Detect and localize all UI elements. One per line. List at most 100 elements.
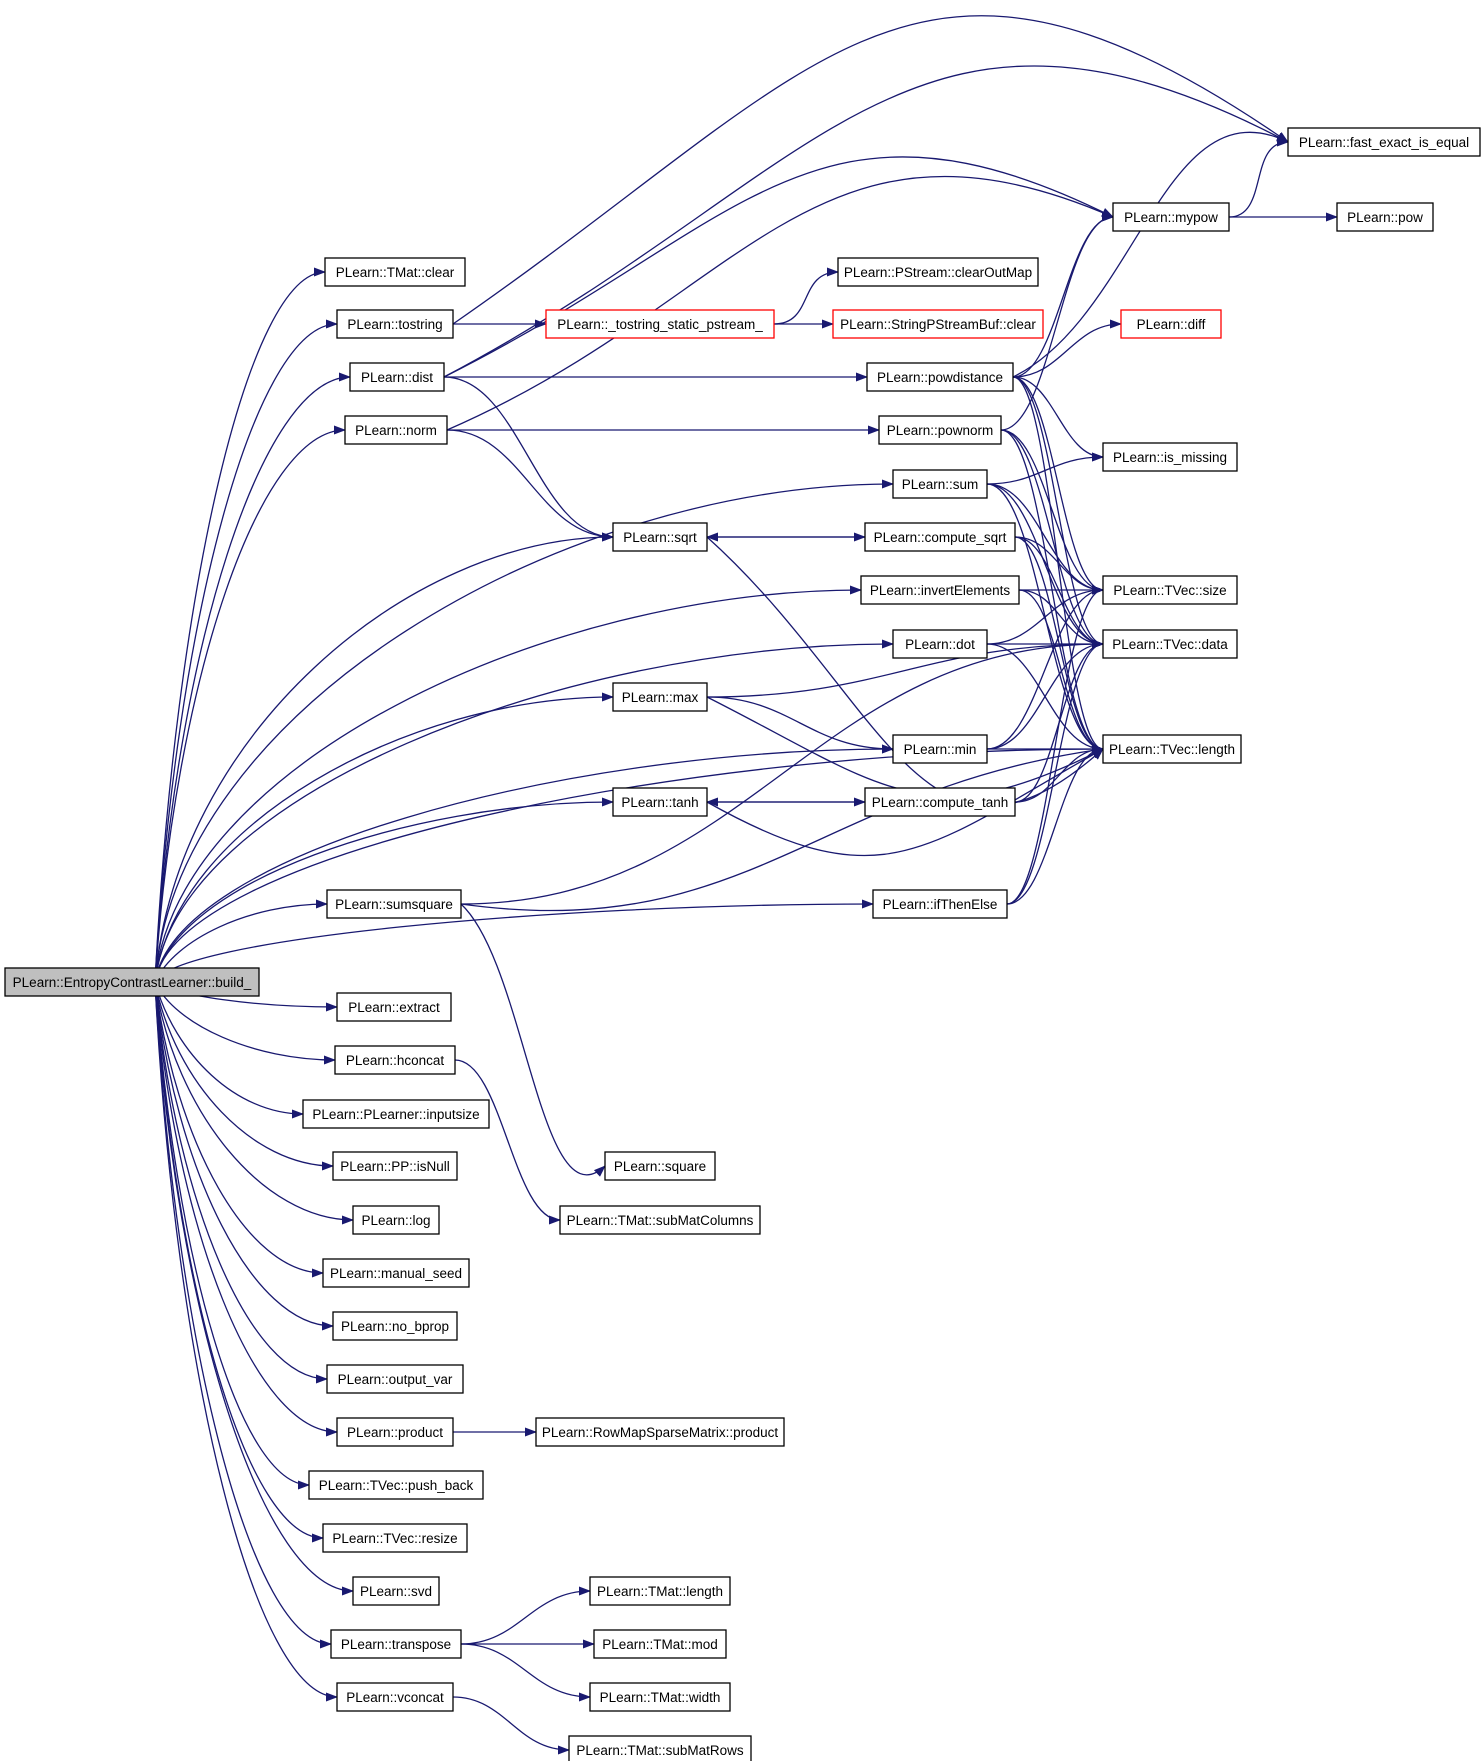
edge-tanh-to-tvec_length [706,748,1104,857]
edge-sumsquare-to-square [460,903,606,1177]
node-hconcat[interactable]: PLearn::hconcat [334,1045,456,1075]
node-label: PLearn::is_missing [1113,450,1227,465]
edge-root-to-max [154,692,614,983]
edge-root-to-svd [154,981,354,1596]
node-tmat_length[interactable]: PLearn::TMat::length [589,1576,731,1606]
edge-root-to-isnull [154,981,334,1171]
edge-powdistance-to-tvec_data [1012,376,1104,649]
node-tmat_mod[interactable]: PLearn::TMat::mod [593,1629,727,1659]
node-submatcolumns[interactable]: PLearn::TMat::subMatColumns [559,1205,761,1235]
node-dist[interactable]: PLearn::dist [349,362,445,392]
node-pownorm[interactable]: PLearn::pownorm [878,415,1002,445]
node-sumsquare[interactable]: PLearn::sumsquare [326,889,462,919]
node-diff[interactable]: PLearn::diff [1120,309,1222,339]
node-label: PLearn::extract [348,1000,440,1015]
edge-min-to-tvec_size [986,585,1104,750]
node-min[interactable]: PLearn::min [892,734,988,764]
node-label: PLearn::EntropyContrastLearner::build_ [13,975,252,990]
edge-root-to-sumsquare [154,899,328,983]
node-box [589,1682,731,1712]
nodes-layer: PLearn::EntropyContrastLearner::build_PL… [4,127,1481,1761]
node-rowmap_product[interactable]: PLearn::RowMapSparseMatrix::product [535,1417,785,1447]
node-manual_seed[interactable]: PLearn::manual_seed [322,1258,470,1288]
node-box [864,522,1016,552]
node-powdistance[interactable]: PLearn::powdistance [866,362,1014,392]
node-product[interactable]: PLearn::product [336,1417,454,1447]
node-no_bprop[interactable]: PLearn::no_bprop [332,1311,458,1341]
node-label: PLearn::TMat::width [600,1690,721,1705]
edge-transpose-to-tmat_width [460,1643,591,1702]
edge-dist-to-fast_exact [443,65,1289,378]
node-log[interactable]: PLearn::log [352,1205,440,1235]
node-label: PLearn::output_var [338,1372,453,1387]
edge-norm-to-sqrt [446,429,614,542]
node-ifthenelse[interactable]: PLearn::ifThenElse [872,889,1008,919]
node-label: PLearn::TMat::mod [602,1637,718,1652]
node-spsbuf_clear[interactable]: PLearn::StringPStreamBuf::clear [832,309,1044,339]
node-resize[interactable]: PLearn::TVec::resize [322,1523,468,1553]
node-label: PLearn::log [361,1213,430,1228]
node-svd[interactable]: PLearn::svd [352,1576,440,1606]
node-tvec_data[interactable]: PLearn::TVec::data [1102,629,1238,659]
node-pow[interactable]: PLearn::pow [1336,202,1434,232]
node-inputsize[interactable]: PLearn::PLearner::inputsize [302,1099,490,1129]
node-box [334,1045,456,1075]
node-box [612,682,708,712]
edge-root-to-tvec_length [154,744,1104,983]
node-tvec_length[interactable]: PLearn::TVec::length [1102,734,1242,764]
node-tmat_clear[interactable]: PLearn::TMat::clear [324,257,466,287]
node-tvec_size[interactable]: PLearn::TVec::size [1102,575,1238,605]
node-box [1336,202,1434,232]
node-label: PLearn::tanh [621,795,698,810]
node-mypow[interactable]: PLearn::mypow [1112,202,1230,232]
node-isnull[interactable]: PLearn::PP::isNull [332,1151,458,1181]
node-label: PLearn::TVec::length [1109,742,1235,757]
edge-sum-to-tvec_data [986,483,1104,649]
node-submatrows[interactable]: PLearn::TMat::subMatRows [568,1735,752,1761]
node-compute_sqrt[interactable]: PLearn::compute_sqrt [864,522,1016,552]
edge-invertelements-to-tvec_length [1018,589,1104,754]
node-label: PLearn::pownorm [887,423,994,438]
node-dot[interactable]: PLearn::dot [892,629,988,659]
node-box [332,1151,458,1181]
node-square[interactable]: PLearn::square [604,1151,716,1181]
node-invertelements[interactable]: PLearn::invertElements [860,575,1020,605]
node-label: PLearn::PStream::clearOutMap [844,265,1032,280]
node-label: PLearn::svd [360,1584,432,1599]
node-output_var[interactable]: PLearn::output_var [326,1364,464,1394]
node-box [344,415,448,445]
node-clearoutmap[interactable]: PLearn::PStream::clearOutMap [837,257,1039,287]
edge-ifthenelse-to-tvec_data [1006,639,1104,905]
edge-vconcat-to-submatrows [452,1696,570,1755]
node-sqrt[interactable]: PLearn::sqrt [612,522,708,552]
node-tmat_width[interactable]: PLearn::TMat::width [589,1682,731,1712]
node-sum[interactable]: PLearn::sum [892,469,988,499]
edge-ifthenelse-to-tvec_size [1006,585,1104,905]
edge-powdistance-to-diff [1012,319,1122,378]
edge-powdistance-to-is_missing [1012,376,1104,462]
node-box [322,1523,468,1553]
edge-max-to-min [706,696,894,754]
edge-root-to-tostring [154,319,338,983]
node-label: PLearn::TVec::resize [332,1531,457,1546]
node-box [4,967,260,997]
node-tanh[interactable]: PLearn::tanh [612,787,708,817]
node-is_missing[interactable]: PLearn::is_missing [1102,442,1238,472]
node-norm[interactable]: PLearn::norm [344,415,448,445]
node-vconcat[interactable]: PLearn::vconcat [336,1682,454,1712]
node-fast_exact[interactable]: PLearn::fast_exact_is_equal [1287,127,1481,157]
node-compute_tanh[interactable]: PLearn::compute_tanh [864,787,1016,817]
node-label: PLearn::min [904,742,977,757]
edge-tostring-to-fast_exact [452,15,1289,325]
edge-mypow-to-fast_exact [1228,137,1289,218]
node-tostring[interactable]: PLearn::tostring [336,309,454,339]
node-tostring_static[interactable]: PLearn::_tostring_static_pstream_ [545,309,775,339]
node-box [336,309,454,339]
node-transpose[interactable]: PLearn::transpose [330,1629,462,1659]
node-label: PLearn::fast_exact_is_equal [1299,135,1469,150]
node-root[interactable]: PLearn::EntropyContrastLearner::build_ [4,967,260,997]
node-box [1112,202,1230,232]
node-push_back[interactable]: PLearn::TVec::push_back [308,1470,484,1500]
node-extract[interactable]: PLearn::extract [336,992,452,1022]
node-max[interactable]: PLearn::max [612,682,708,712]
